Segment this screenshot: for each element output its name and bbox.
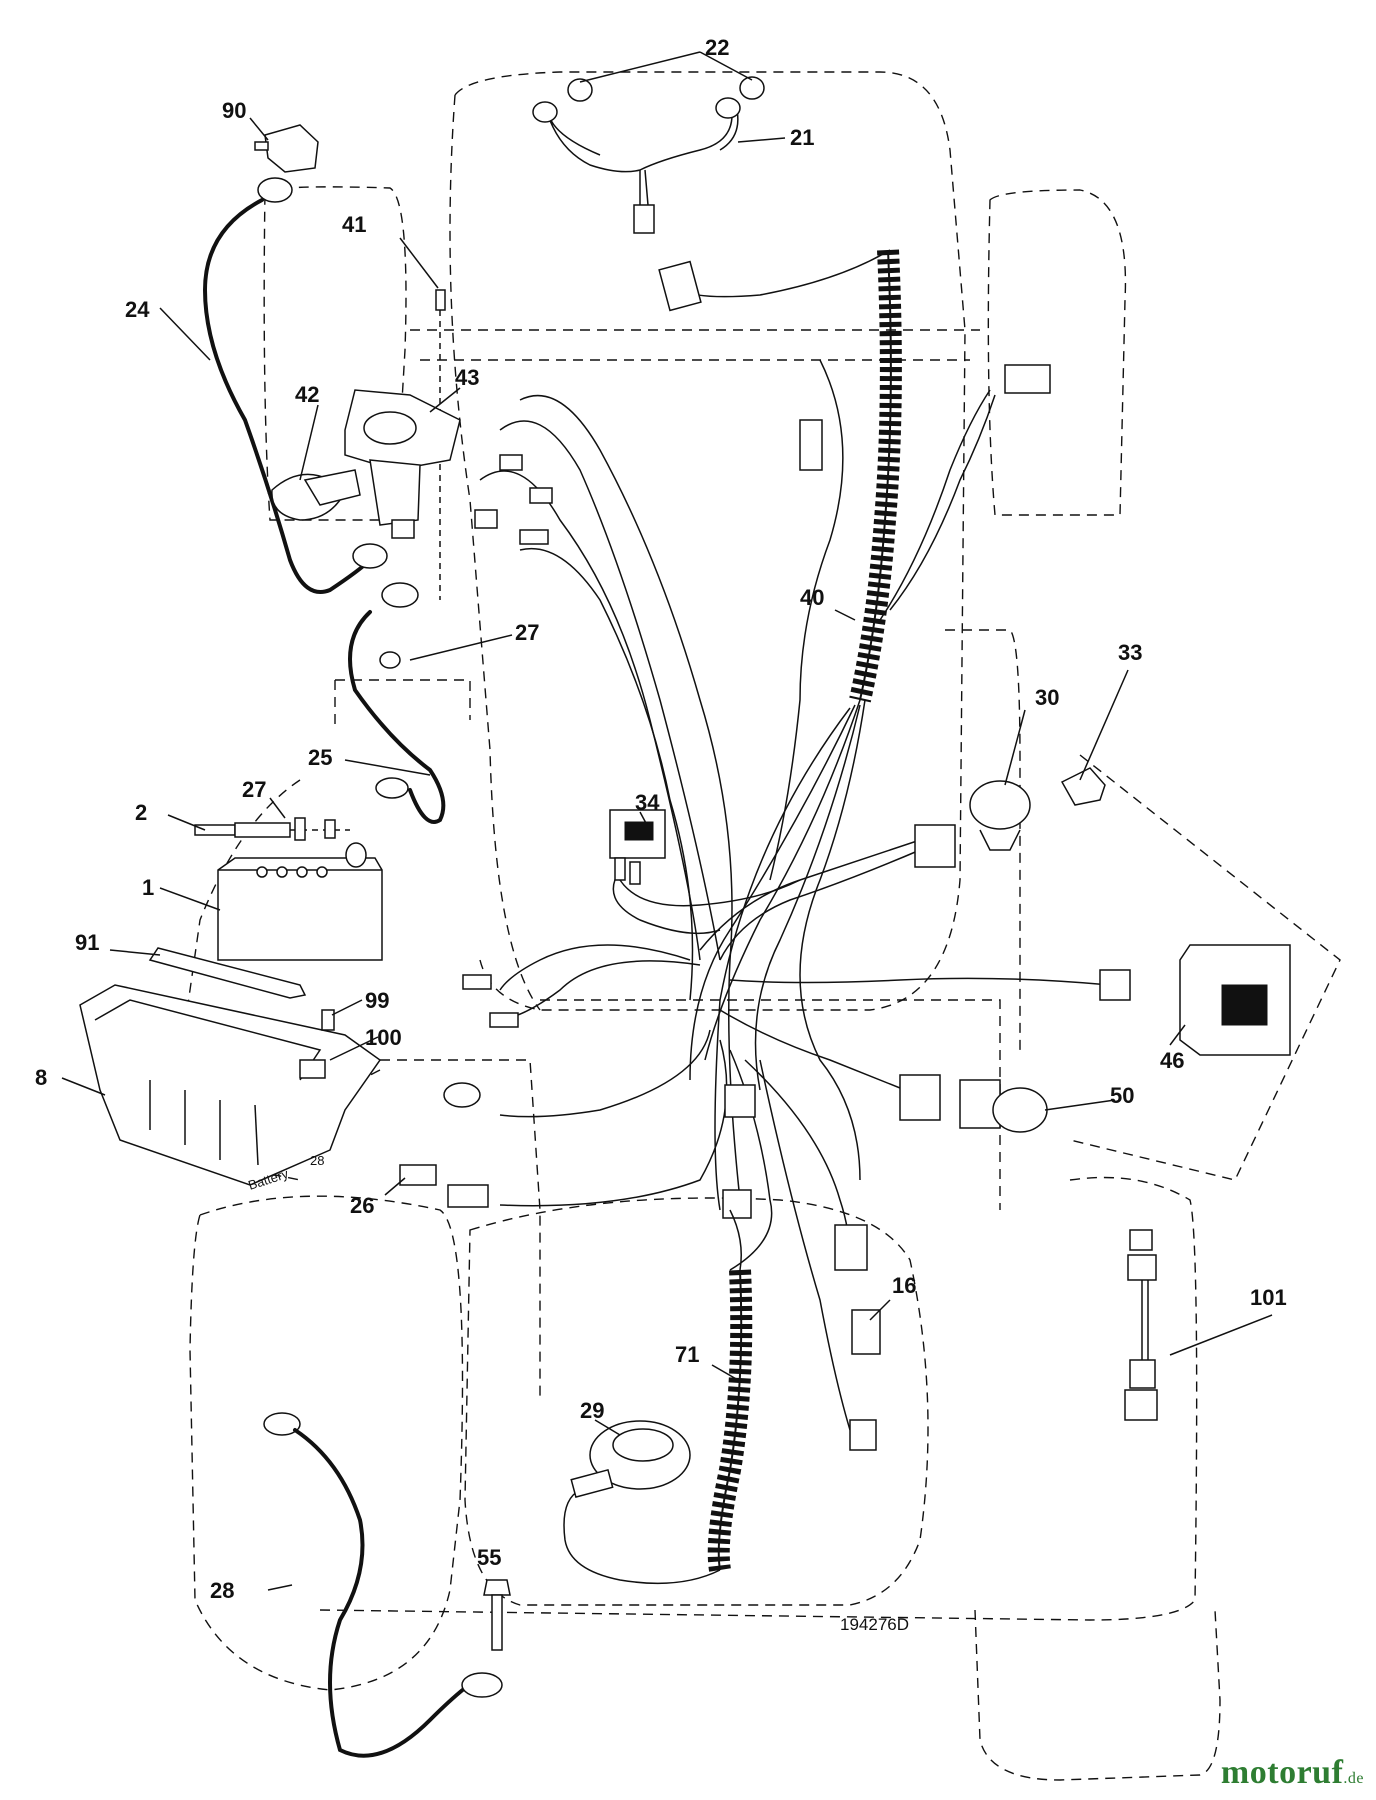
callout-1: 1 xyxy=(142,875,154,900)
watermark-brand: motoruf xyxy=(1220,1754,1344,1791)
callout-8: 8 xyxy=(35,1065,47,1090)
callout-29: 29 xyxy=(580,1398,604,1423)
callout-28: 28 xyxy=(210,1578,234,1603)
callout-2: 2 xyxy=(135,800,147,825)
callout-24: 24 xyxy=(125,297,150,322)
callout-101: 101 xyxy=(1250,1285,1287,1310)
callout-34: 34 xyxy=(635,790,660,815)
callout-91: 91 xyxy=(75,930,99,955)
chassis-outline xyxy=(179,71,1341,1781)
callout-40: 40 xyxy=(800,585,824,610)
callout-46: 46 xyxy=(1160,1048,1184,1073)
callout-33: 33 xyxy=(1118,640,1142,665)
callout-30: 30 xyxy=(1035,685,1059,710)
watermark-logo: motoruf.de xyxy=(1221,1754,1364,1792)
callout-90: 90 xyxy=(222,98,246,123)
leader-lines xyxy=(61,51,1273,1591)
callout-26: 26 xyxy=(350,1193,374,1218)
callout-100: 100 xyxy=(365,1025,402,1050)
ignition-switch-assembly xyxy=(271,289,461,608)
headlight-harness xyxy=(532,76,765,234)
callout-50: 50 xyxy=(1110,1083,1134,1108)
callout-42: 42 xyxy=(295,382,319,407)
callout-16: 16 xyxy=(892,1273,916,1298)
callout-41: 41 xyxy=(342,212,366,237)
watermark-suffix: .de xyxy=(1343,1770,1364,1787)
cable-24 xyxy=(202,177,388,594)
callout-55: 55 xyxy=(477,1545,501,1570)
ground-cable-28 xyxy=(263,1412,511,1758)
coil-71-and-horn-29 xyxy=(563,1209,753,1585)
rocker-switch-34 xyxy=(609,809,801,907)
callout-71: 71 xyxy=(675,1342,699,1367)
drawing-number: 194276D xyxy=(840,1615,909,1634)
callout-25: 25 xyxy=(308,745,332,770)
adapter-101 xyxy=(1124,1229,1158,1421)
callout-28-small: 28 xyxy=(310,1153,324,1168)
callouts: 22 21 90 41 24 42 43 27 25 27 2 1 91 99 … xyxy=(35,35,1287,1634)
callout-43: 43 xyxy=(455,365,479,390)
callout-99: 99 xyxy=(365,988,389,1013)
cable-25 xyxy=(348,610,446,824)
battery-assembly: Battery xyxy=(79,817,383,1193)
main-harness-coil-40 xyxy=(849,249,902,703)
callout-21: 21 xyxy=(790,125,814,150)
right-side-switches xyxy=(959,767,1291,1133)
callout-27-upper: 27 xyxy=(515,620,539,645)
callout-27-lower: 27 xyxy=(242,777,266,802)
callout-22: 22 xyxy=(705,35,729,60)
connectors xyxy=(399,260,1131,1451)
ignition-key-part xyxy=(254,124,319,173)
